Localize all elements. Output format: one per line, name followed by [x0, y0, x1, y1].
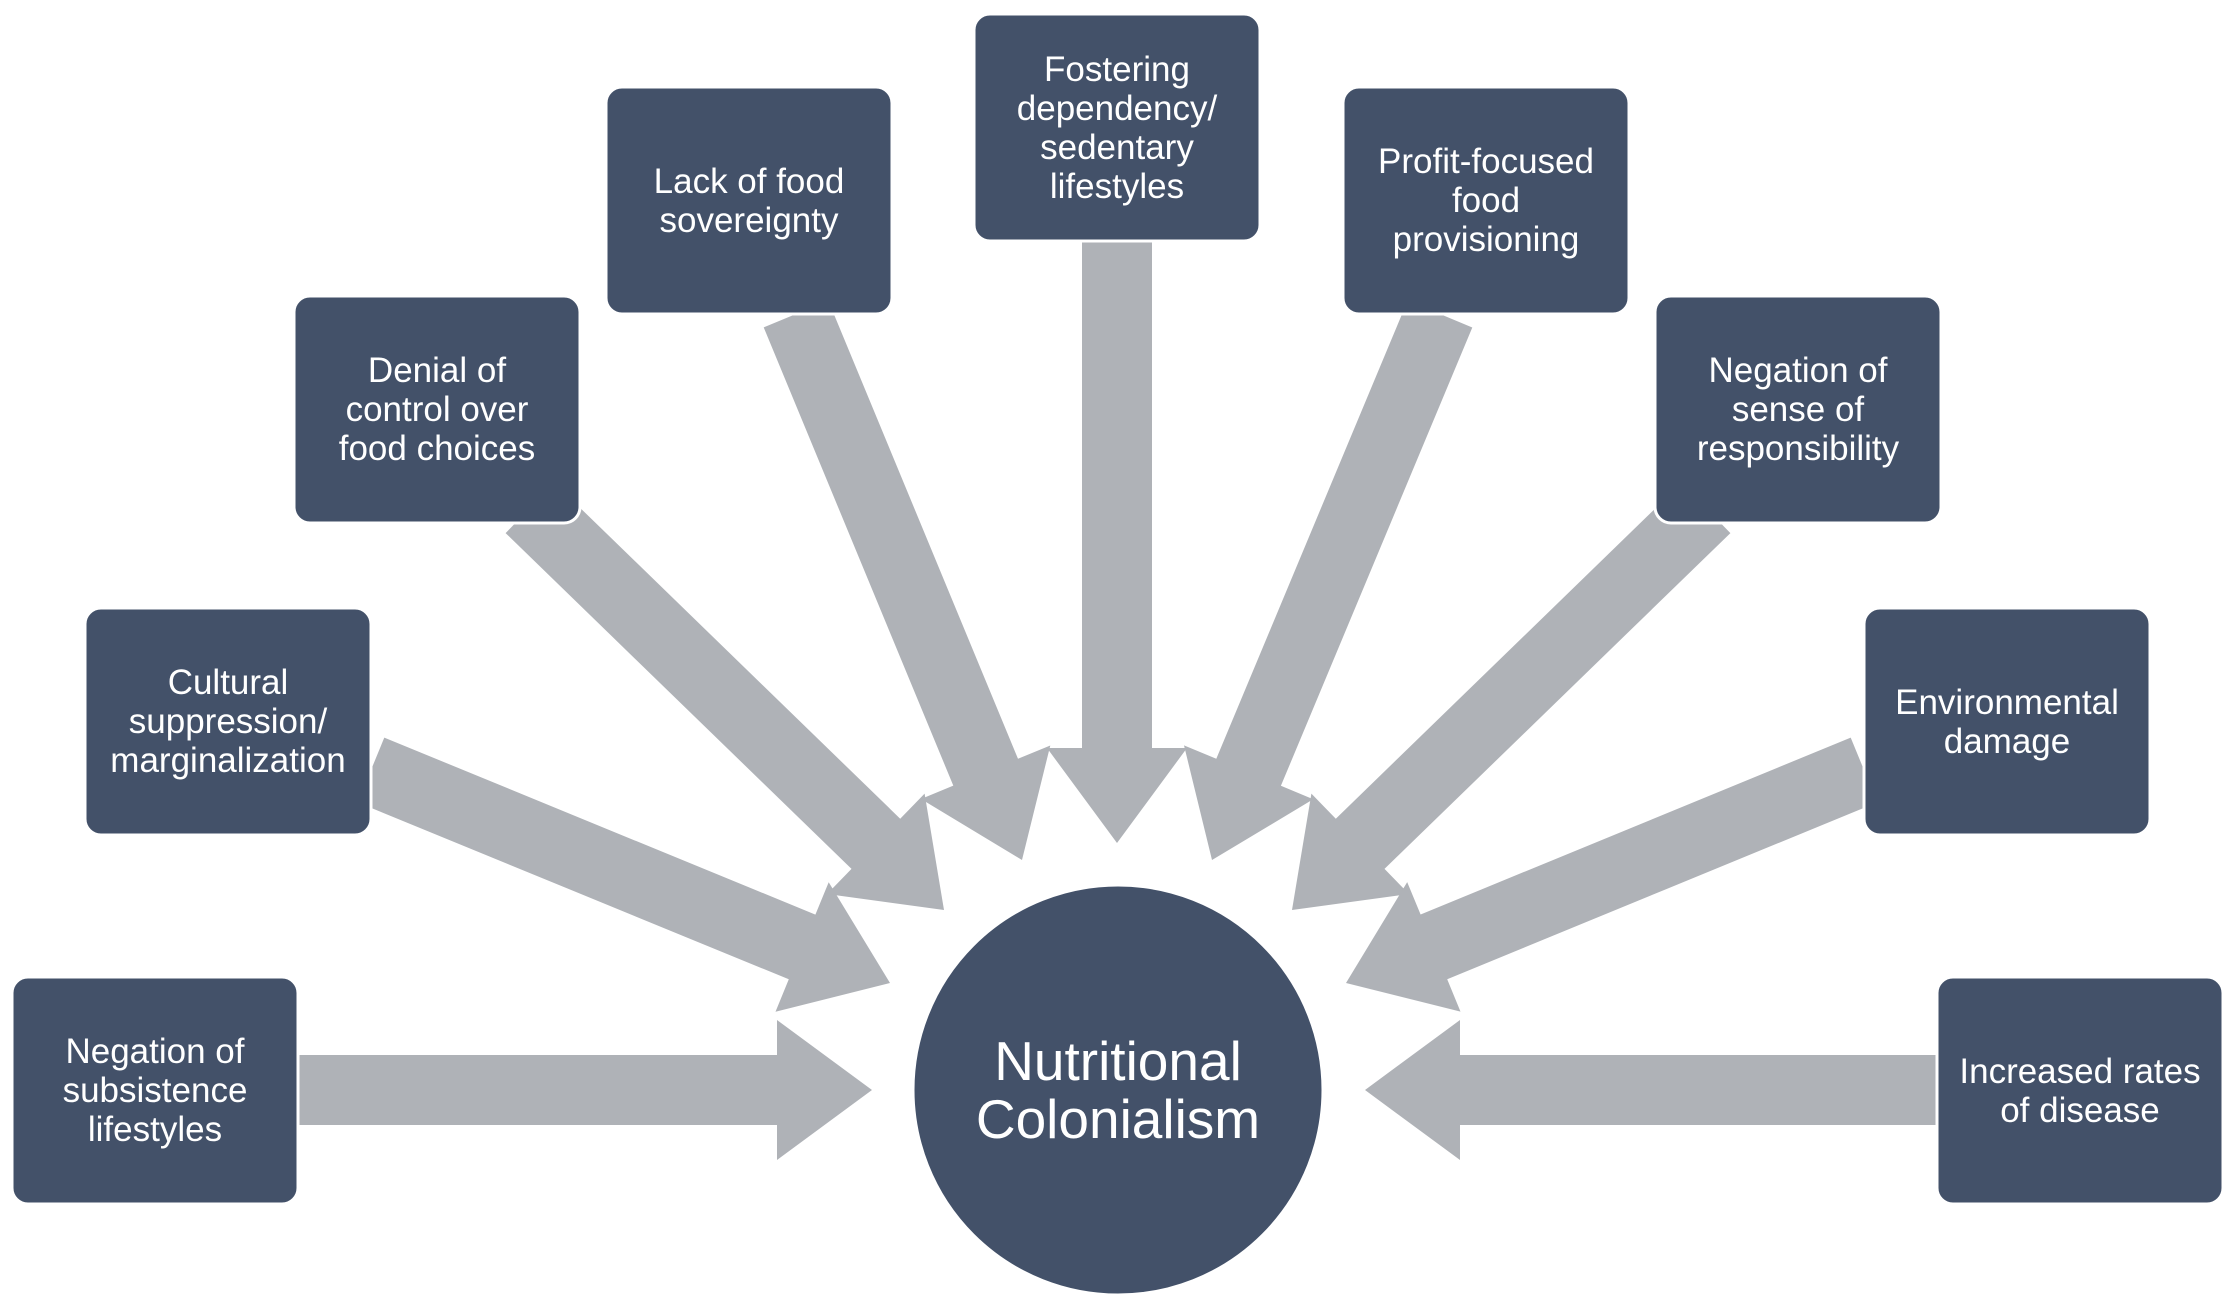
node-box-cultural-suppression — [83, 606, 373, 837]
node-box-fostering-dependency — [972, 12, 1262, 243]
node-label-negation-responsibility: Negation of sense of responsibility — [1655, 296, 1941, 523]
node-text-increased-disease: Increased rates of disease — [1959, 1051, 2201, 1130]
node-text-cultural-suppression: Cultural suppression/ marginalization — [110, 663, 346, 780]
center-text: Nutritional Colonialism — [975, 1030, 1261, 1150]
node-box-profit-focused — [1341, 85, 1631, 316]
node-text-fostering-dependency: Fostering dependency/ sedentary lifestyl… — [1016, 49, 1218, 206]
node-label-fostering-dependency: Fostering dependency/ sedentary lifestyl… — [974, 14, 1260, 241]
node-text-lack-sovereignty: Lack of food sovereignty — [653, 161, 845, 240]
node-text-denial-control: Denial of control over food choices — [338, 351, 536, 468]
node-box-denial-control — [292, 294, 582, 525]
node-text-negation-subsistence: Negation of subsistence lifestyles — [62, 1032, 248, 1149]
node-label-profit-focused: Profit-focused food provisioning — [1343, 87, 1629, 314]
arrows-layer — [298, 241, 1937, 1160]
node-label-cultural-suppression: Cultural suppression/ marginalization — [85, 608, 371, 835]
arrow-environmental-damage — [1346, 737, 1878, 1012]
node-label-increased-disease: Increased rates of disease — [1937, 977, 2223, 1204]
node-label-lack-sovereignty: Lack of food sovereignty — [606, 87, 892, 314]
node-text-environmental-damage: Environmental damage — [1895, 682, 2119, 761]
node-label-denial-control: Denial of control over food choices — [294, 296, 580, 523]
node-box-negation-subsistence — [10, 975, 300, 1206]
arrow-negation-responsibility — [1292, 482, 1731, 910]
node-box-negation-responsibility — [1653, 294, 1943, 525]
arrow-cultural-suppression — [357, 737, 890, 1012]
arrow-denial-control — [505, 482, 944, 910]
center-circle — [911, 883, 1325, 1297]
node-label-environmental-damage: Environmental damage — [1864, 608, 2150, 835]
nodes-layer — [10, 12, 2225, 1297]
arrow-fostering-dependency — [1047, 241, 1187, 843]
node-box-increased-disease — [1935, 975, 2225, 1206]
arrow-negation-subsistence — [298, 1020, 872, 1160]
arrow-increased-disease — [1365, 1020, 1937, 1160]
arrow-lack-sovereignty — [763, 300, 1051, 861]
node-text-negation-responsibility: Negation of sense of responsibility — [1696, 351, 1900, 468]
node-label-negation-subsistence: Negation of subsistence lifestyles — [12, 977, 298, 1204]
node-text-profit-focused: Profit-focused food provisioning — [1378, 142, 1594, 259]
node-box-environmental-damage — [1862, 606, 2152, 837]
node-box-lack-sovereignty — [604, 85, 894, 316]
center-label: Nutritional Colonialism — [913, 885, 1323, 1295]
arrow-profit-focused — [1184, 300, 1473, 860]
